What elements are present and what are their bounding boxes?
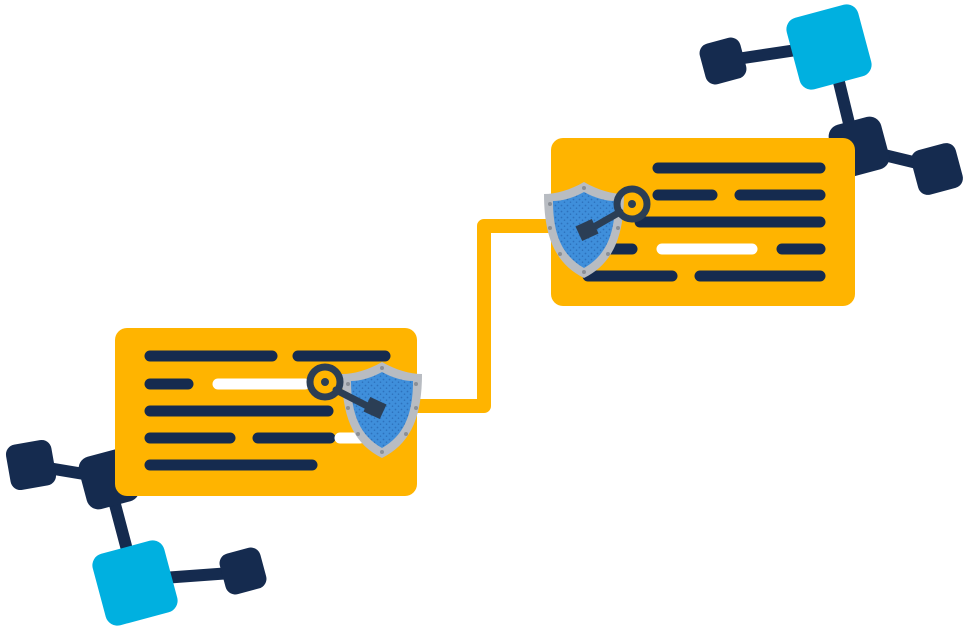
network-node-icon [699, 37, 747, 85]
encrypted-document-left [115, 328, 417, 496]
network-node-icon [786, 4, 872, 90]
key-icon [306, 363, 387, 420]
network-node-icon [219, 547, 267, 595]
connector-line [405, 219, 560, 413]
network-node-icon [92, 540, 178, 626]
highlighted-text-lines [212, 378, 366, 444]
encrypted-document-right [551, 138, 855, 306]
key-icon [575, 185, 651, 242]
network-cluster-top-right [699, 4, 963, 195]
network-node-icon [5, 439, 57, 491]
network-node-icon [911, 143, 963, 195]
document-text-lines [582, 162, 826, 282]
network-cluster-bottom-left [5, 439, 267, 626]
document-text-lines [144, 350, 391, 471]
